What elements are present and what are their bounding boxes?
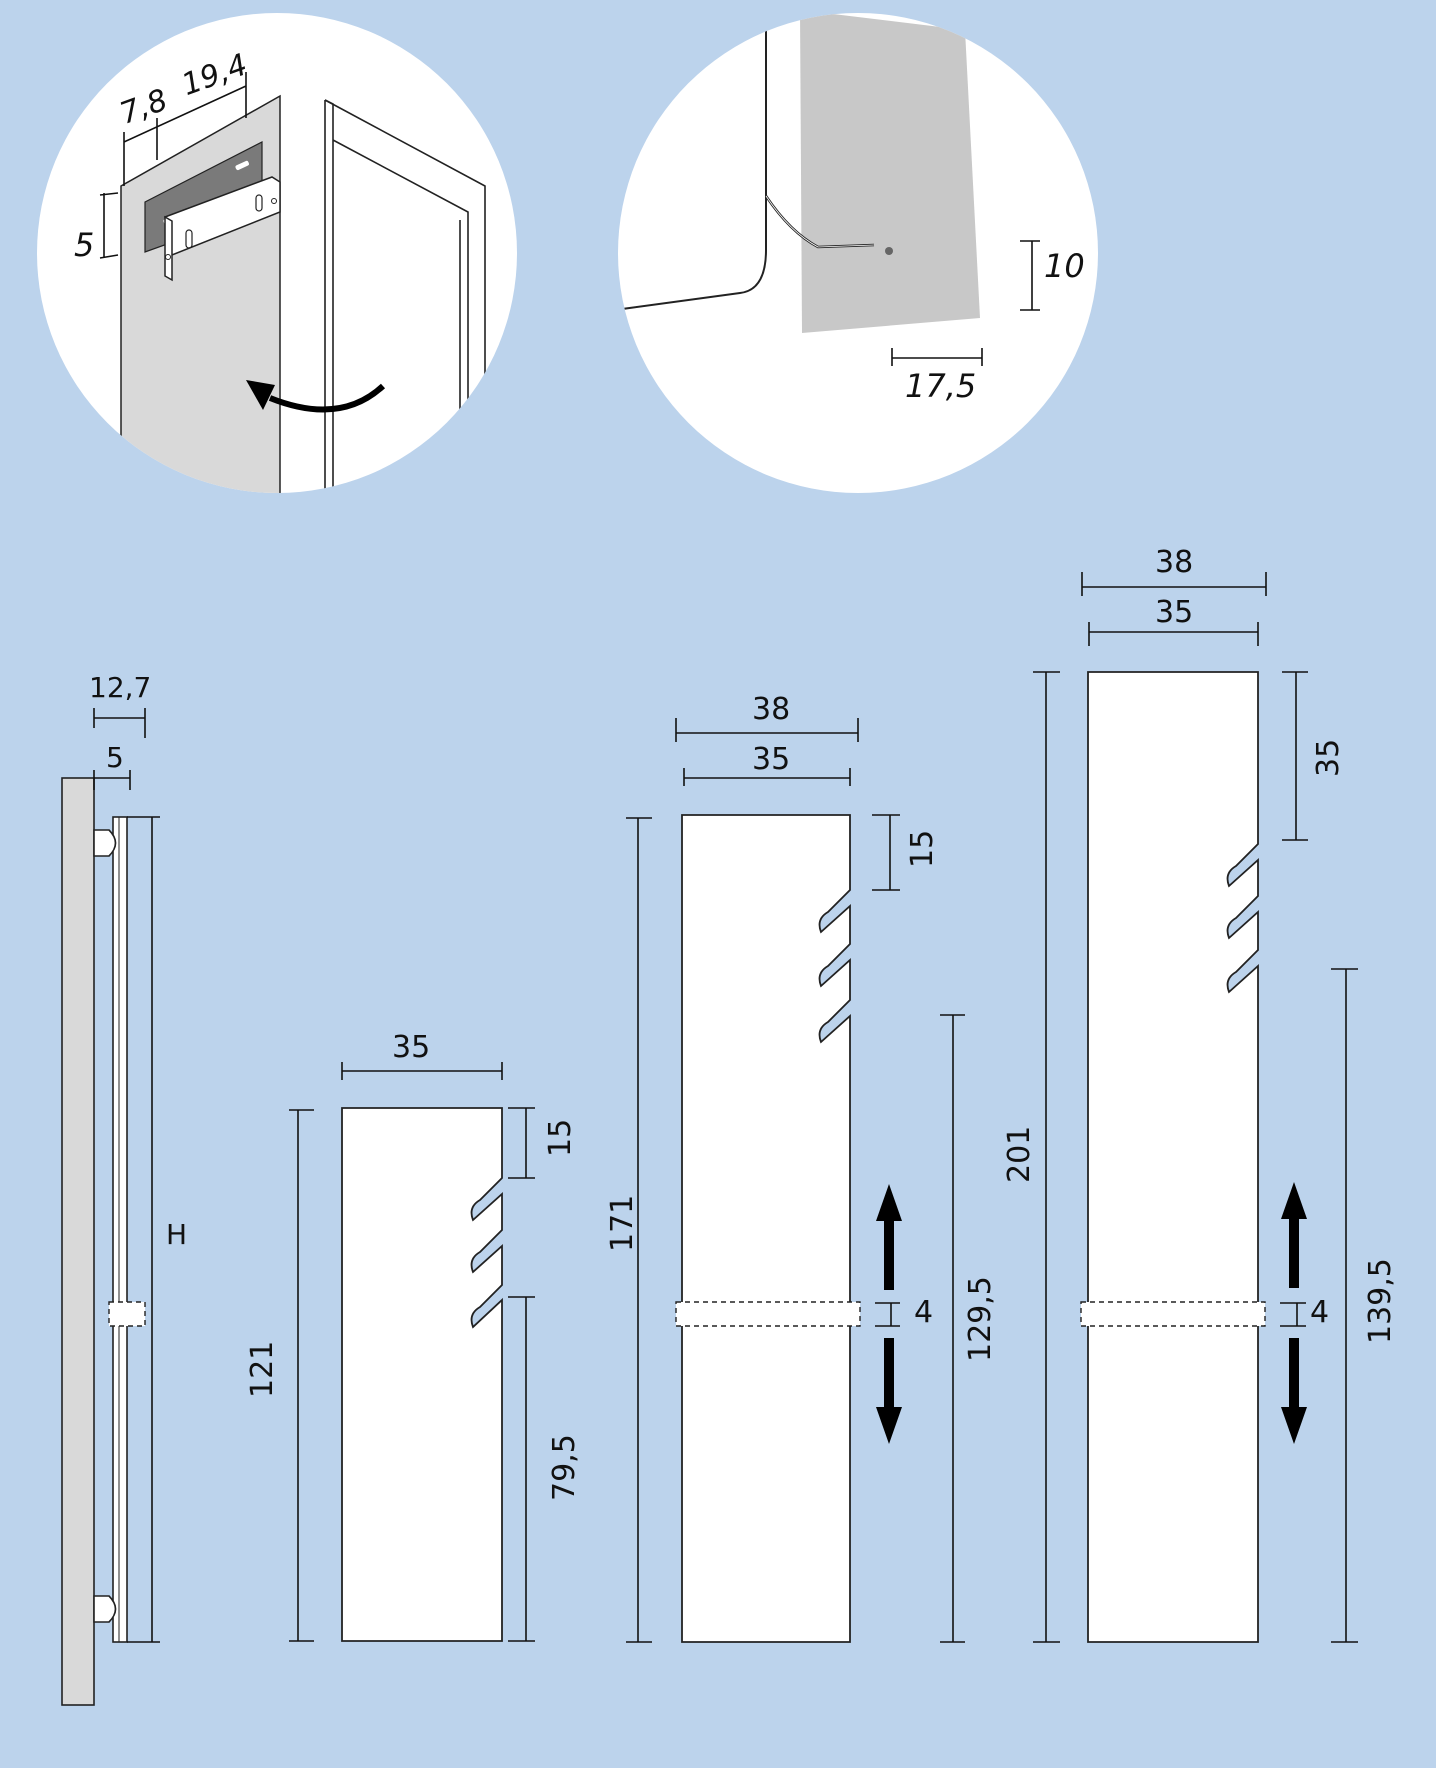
small-width: 35 xyxy=(392,1030,430,1065)
medium-lower: 129,5 xyxy=(963,1276,998,1362)
rotate-arrow-icon xyxy=(246,380,386,413)
medium-width: 35 xyxy=(752,742,790,777)
medium-band-dim: 4 xyxy=(914,1295,933,1330)
up-down-arrow-icon xyxy=(1281,1182,1307,1444)
large-width-outer: 38 xyxy=(1155,545,1193,580)
dim-5-bracket: 5 xyxy=(74,226,94,264)
cable-point xyxy=(885,247,893,255)
large-height: 201 xyxy=(1002,1126,1037,1183)
wall-section xyxy=(61,777,95,1706)
panel-small-body xyxy=(341,1107,503,1642)
medium-band xyxy=(675,1301,861,1327)
up-down-arrow-icon xyxy=(876,1184,902,1444)
small-height: 121 xyxy=(245,1341,280,1398)
detail-cable: 10 17,5 xyxy=(618,13,1098,493)
dim-h: H xyxy=(166,1218,187,1251)
detail-bracket: 7,8 19,4 5 xyxy=(37,13,517,493)
medium-height: 171 xyxy=(605,1195,640,1252)
panel-medium-body xyxy=(681,814,851,1643)
wall-edge xyxy=(618,13,767,313)
side-view: 12,7 5 H xyxy=(61,671,187,1706)
medium-width-outer: 38 xyxy=(752,692,790,727)
small-lower: 79,5 xyxy=(547,1434,582,1501)
large-band xyxy=(1080,1301,1266,1327)
large-band-dim: 4 xyxy=(1310,1295,1329,1330)
grey-panel xyxy=(800,13,980,333)
panel-side xyxy=(112,816,128,1643)
dim-10: 10 xyxy=(1044,247,1085,285)
large-lower: 139,5 xyxy=(1363,1258,1398,1344)
large-width: 35 xyxy=(1155,595,1193,630)
small-notch-top: 15 xyxy=(543,1119,578,1157)
large-top: 35 xyxy=(1311,739,1346,777)
panel-medium: 38 35 15 171 4 129,5 xyxy=(605,692,998,1643)
door-frame xyxy=(324,99,486,493)
dim-5-side: 5 xyxy=(106,741,124,774)
dim-17-5: 17,5 xyxy=(905,367,976,405)
panel-large: 38 35 35 201 4 139,5 xyxy=(1002,545,1398,1643)
panel-large-body xyxy=(1087,671,1259,1643)
medium-notch-top: 15 xyxy=(905,830,940,868)
dim-12-7: 12,7 xyxy=(89,671,151,704)
panel-small: 35 15 121 79,5 xyxy=(245,1030,582,1642)
